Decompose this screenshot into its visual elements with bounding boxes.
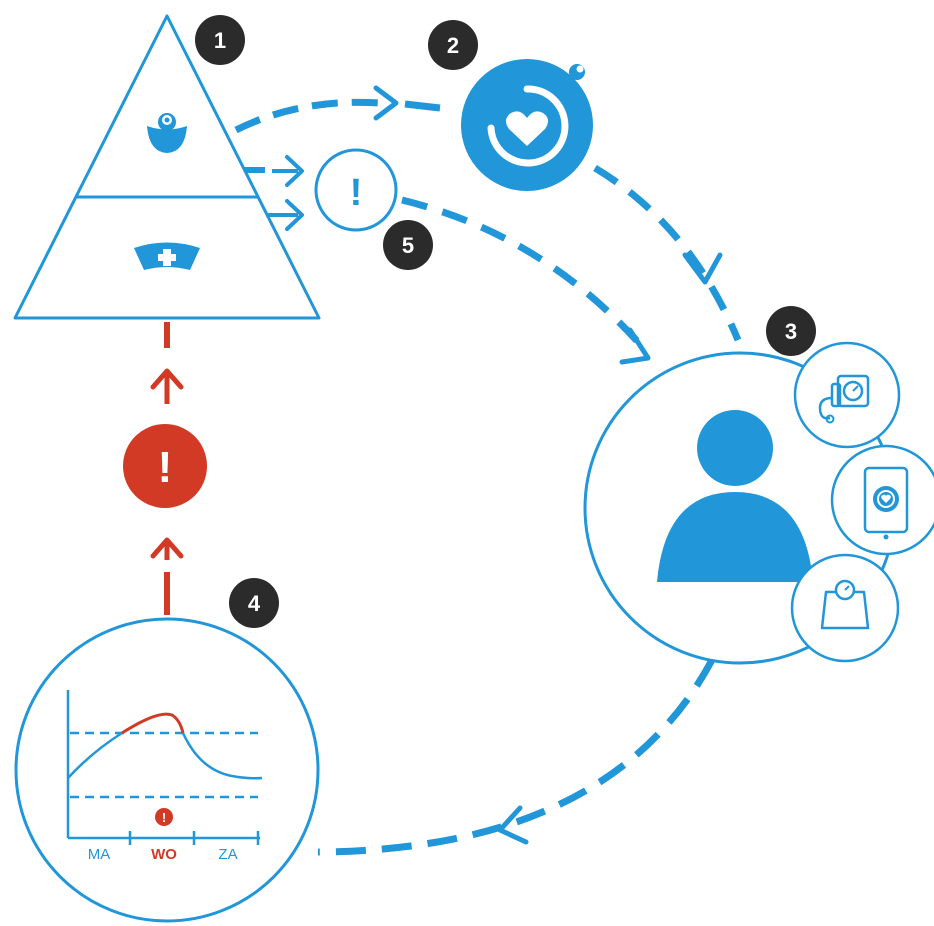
x-label-wo: WO [151,846,177,863]
measurement-chart: ! MA WO ZA [14,617,320,923]
measurement-curve [181,732,263,780]
arrowhead [373,85,399,121]
arrowhead [285,199,304,231]
red-alert-mark: ! [158,443,173,492]
measurement-curve-exceeding [121,712,185,735]
arrow-segment [404,100,441,112]
blood-pressure-monitor-icon [793,341,901,449]
arrowhead [497,805,529,845]
arrowhead [619,327,651,365]
step-badge-3: 3 [766,306,816,356]
arrowhead [682,252,723,285]
pyramid-outline [13,14,321,320]
x-label-ma: MA [88,846,111,863]
nurse-cap-icon [134,242,200,270]
arrow-pyramid-to-service [234,98,381,134]
chart-circle [14,617,320,923]
svg-text:1: 1 [214,28,226,53]
escalation-alert: ! [123,424,207,508]
svg-text:5: 5 [402,233,414,258]
arrowhead [285,155,304,187]
arrow-service-to-person [593,164,742,342]
heart-icon [505,111,549,146]
step-badge-2: 2 [428,20,478,70]
care-pyramid [13,14,321,320]
chart-alert-dot [155,808,173,826]
weighing-scale-icon [790,553,900,663]
wrench-icon [557,64,585,95]
svg-text:4: 4 [248,591,261,616]
step-badge-1: 1 [195,15,245,65]
svg-text:2: 2 [447,33,459,58]
measurement-curve [67,731,123,779]
doctor-icon [147,113,187,153]
alert-circle [314,148,398,232]
patient-node [583,341,934,665]
chart-alert-mark: ! [162,810,166,825]
x-label-za: ZA [218,846,237,863]
progress-ring [487,85,569,167]
svg-text:3: 3 [785,319,797,344]
red-alert-circle [123,424,207,508]
alert-mark: ! [350,172,363,214]
arrow-alert-to-person [401,196,648,353]
step-badge-4: 4 [229,578,279,628]
arrow-person-to-chart [317,658,716,856]
notification-node: ! [314,148,398,232]
tablet-heart-icon [830,444,934,556]
person-icon [657,410,813,582]
step-badge-5: 5 [383,220,433,270]
service-node [461,59,593,191]
red-arrowhead [150,368,184,390]
